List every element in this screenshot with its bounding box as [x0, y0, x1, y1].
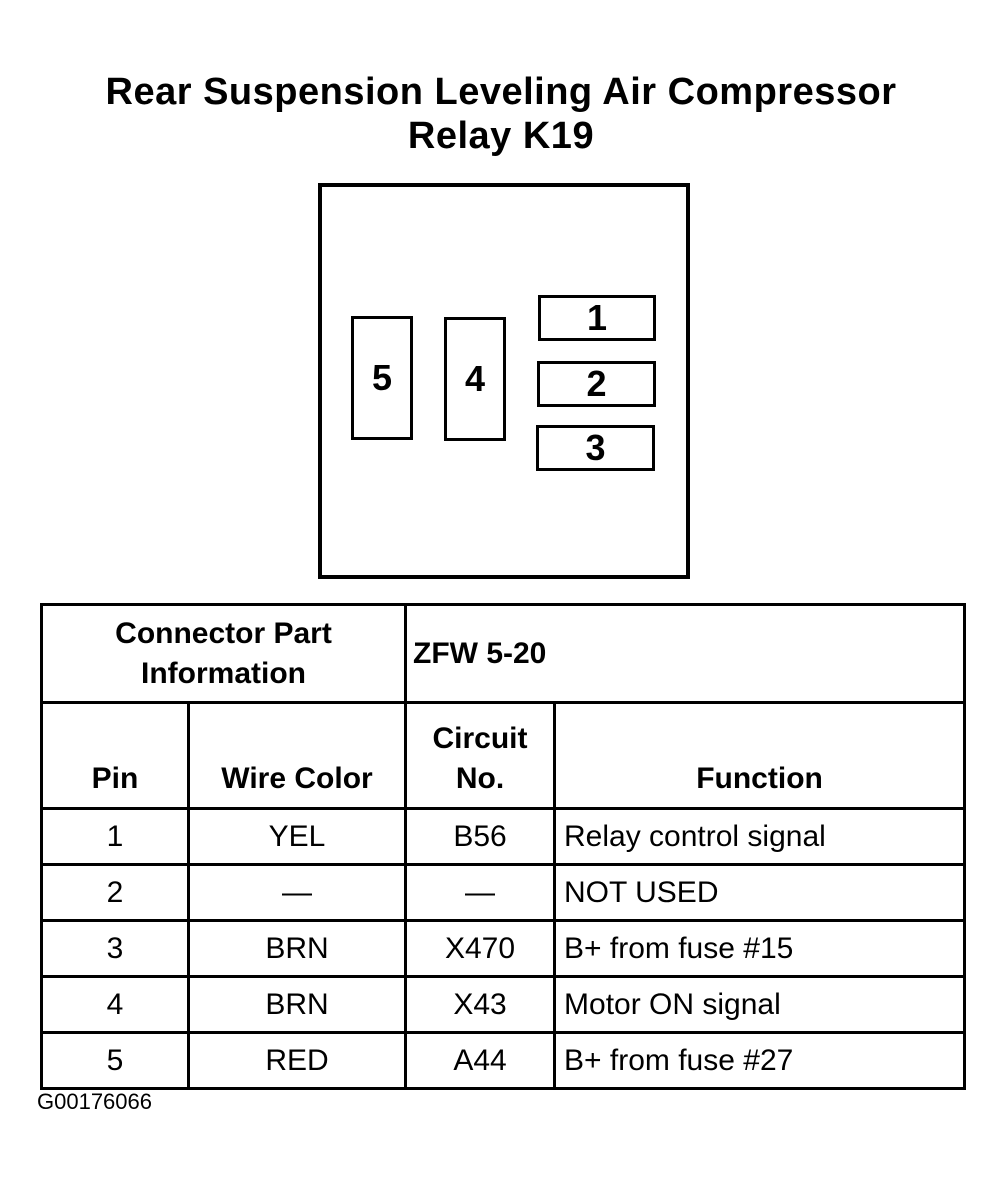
cell-pin: 2: [40, 863, 190, 922]
cell-function: NOT USED: [553, 863, 967, 922]
pin-4-terminal: 4: [444, 317, 506, 441]
cell-circuit: —: [404, 863, 557, 922]
cell-function: Relay control signal: [553, 807, 967, 866]
header-circuit: Circuit No.: [404, 701, 557, 810]
cell-wire-color: YEL: [186, 807, 408, 866]
pin-5-terminal: 5: [351, 316, 413, 440]
cell-circuit: A44: [404, 1031, 557, 1090]
cell-function: Motor ON signal: [553, 975, 967, 1034]
header-function: Function: [553, 701, 967, 810]
cell-pin: 5: [40, 1031, 190, 1090]
table-row: 5 RED A44 B+ from fuse #27: [40, 1031, 967, 1090]
diagram-title: Rear Suspension Leveling Air Compressor: [105, 71, 897, 113]
connector-face: 5 4 1 2 3: [318, 183, 690, 579]
cell-wire-color: RED: [186, 1031, 408, 1090]
part-info-row: Connector Part Information ZFW 5-20: [39, 603, 967, 704]
table-row: 3 BRN X470 B+ from fuse #15: [40, 919, 967, 978]
table-row: 1 YEL B56 Relay control signal: [40, 807, 967, 866]
header-circuit-line1: Circuit: [432, 722, 528, 755]
header-pin: Pin: [40, 701, 190, 810]
cell-wire-color: BRN: [186, 975, 408, 1034]
header-circuit-line2: No.: [455, 762, 505, 795]
table-row: 2 — — NOT USED: [40, 863, 967, 922]
part-info-label-line1: Connector Part: [115, 616, 332, 650]
cell-pin: 3: [40, 919, 190, 978]
cell-wire-color: BRN: [186, 919, 408, 978]
cell-circuit: X43: [404, 975, 557, 1034]
cell-pin: 4: [40, 975, 190, 1034]
cell-circuit: X470: [404, 919, 557, 978]
cell-function: B+ from fuse #27: [553, 1031, 967, 1090]
cell-pin: 1: [40, 807, 190, 866]
pin-3-terminal: 3: [536, 425, 655, 471]
cell-circuit: B56: [404, 807, 557, 866]
cell-function: B+ from fuse #15: [553, 919, 967, 978]
diagram-subtitle: Relay K19: [407, 115, 595, 157]
pin-2-terminal: 2: [537, 361, 656, 407]
cell-wire-color: —: [186, 863, 408, 922]
part-info-label-line2: Information: [141, 656, 306, 690]
header-wire-color: Wire Color: [186, 701, 408, 810]
column-header-row: Pin Wire Color Circuit No. Function: [40, 701, 967, 810]
pin-1-terminal: 1: [538, 295, 656, 341]
figure-id: G00176066: [37, 1089, 152, 1114]
connector-info-table: Connector Part Information ZFW 5-20 Pin …: [39, 603, 967, 1090]
table-row: 4 BRN X43 Motor ON signal: [40, 975, 967, 1034]
part-info-label: Connector Part Information: [39, 603, 408, 704]
part-info-value: ZFW 5-20: [404, 603, 967, 704]
